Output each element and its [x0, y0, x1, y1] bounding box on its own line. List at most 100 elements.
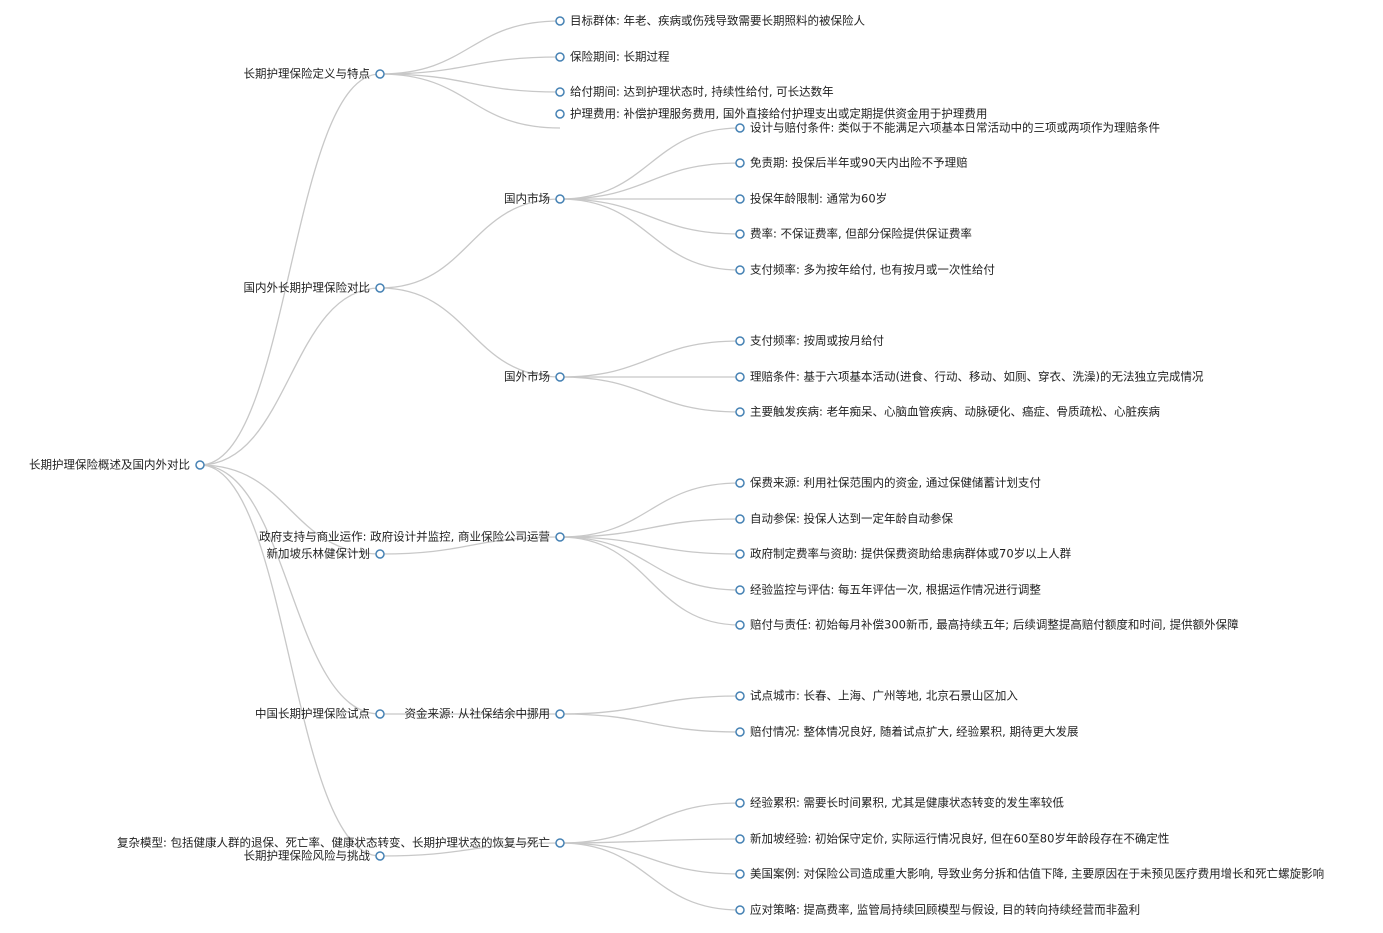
node-dot-risk-2[interactable]: [735, 834, 745, 844]
node-label-risk-model: 复杂模型: 包括健康人群的退保、死亡率、健康状态转变、长期护理状态的恢复与死亡: [117, 836, 550, 850]
node-dot-def-2[interactable]: [555, 52, 565, 62]
link-sg-gov-to-sg-1: [559, 482, 741, 538]
node-label-cmp-for-3: 主要触发疾病: 老年痴呆、心脑血管疾病、动脉硬化、癌症、骨质疏松、心脏疾病: [750, 405, 1161, 419]
node-label-def-1: 目标群体: 年老、疾病或伤残导致需要长期照料的被保险人: [570, 14, 866, 28]
link-cmp-for-to-cmp-for-1: [559, 340, 741, 378]
node-dot-cn[interactable]: [375, 709, 385, 719]
node-label-cmp-for-1: 支付频率: 按周或按月给付: [750, 334, 884, 348]
link-root-to-cn: [199, 464, 381, 715]
node-label-cmp: 国内外长期护理保险对比: [244, 281, 371, 295]
node-cn-fund[interactable]: 资金来源: 从社保结余中挪用: [404, 707, 565, 721]
node-dot-cmp-dom-5[interactable]: [735, 265, 745, 275]
node-sg[interactable]: 新加坡乐林健保计划: [267, 547, 385, 561]
node-def-2[interactable]: 保险期间: 长期过程: [555, 50, 670, 64]
node-dot-risk-1[interactable]: [735, 798, 745, 808]
node-cmp-dom-5[interactable]: 支付频率: 多为按年给付, 也有按月或一次性给付: [735, 263, 995, 277]
link-sg-gov-to-sg-3: [559, 536, 741, 555]
node-dot-sg-5[interactable]: [735, 620, 745, 630]
node-sg-3[interactable]: 政府制定费率与资助: 提供保费资助给患病群体或70岁以上人群: [735, 547, 1072, 561]
node-cmp-dom-3[interactable]: 投保年龄限制: 通常为60岁: [735, 192, 887, 206]
node-dot-def-3[interactable]: [555, 87, 565, 97]
node-cmp-for-3[interactable]: 主要触发疾病: 老年痴呆、心脑血管疾病、动脉硬化、癌症、骨质疏松、心脏疾病: [735, 405, 1161, 419]
node-def[interactable]: 长期护理保险定义与特点: [244, 67, 385, 81]
node-dot-sg[interactable]: [375, 549, 385, 559]
node-label-def-2: 保险期间: 长期过程: [570, 50, 670, 64]
node-cmp-dom-1[interactable]: 设计与赔付条件: 类似于不能满足六项基本日常活动中的三项或两项作为理赔条件: [735, 121, 1160, 135]
node-cmp-for-1[interactable]: 支付频率: 按周或按月给付: [735, 334, 884, 348]
node-dot-risk-model[interactable]: [555, 838, 565, 848]
mindmap-links: [199, 20, 741, 911]
link-root-to-def: [199, 73, 381, 466]
node-dot-cmp[interactable]: [375, 283, 385, 293]
node-dot-cmp-dom-1[interactable]: [735, 123, 745, 133]
node-cmp-dom-4[interactable]: 费率: 不保证费率, 但部分保险提供保证费率: [735, 227, 972, 241]
node-dot-cmp-for-1[interactable]: [735, 336, 745, 346]
node-sg-4[interactable]: 经验监控与评估: 每五年评估一次, 根据运作情况进行调整: [735, 583, 1041, 597]
link-risk-model-to-risk-1: [559, 802, 741, 844]
node-label-cn-2: 赔付情况: 整体情况良好, 随着试点扩大, 经验累积, 期待更大发展: [750, 725, 1079, 739]
node-cn-2[interactable]: 赔付情况: 整体情况良好, 随着试点扩大, 经验累积, 期待更大发展: [735, 725, 1079, 739]
link-root-to-risk: [199, 464, 381, 857]
node-dot-cmp-for[interactable]: [555, 372, 565, 382]
node-cmp[interactable]: 国内外长期护理保险对比: [244, 281, 385, 295]
node-dot-sg-4[interactable]: [735, 585, 745, 595]
node-dot-risk-4[interactable]: [735, 905, 745, 915]
node-dot-risk[interactable]: [375, 851, 385, 861]
node-cmp-for[interactable]: 国外市场: [504, 370, 565, 384]
node-label-cmp-dom-4: 费率: 不保证费率, 但部分保险提供保证费率: [750, 227, 972, 241]
node-dot-cn-2[interactable]: [735, 727, 745, 737]
node-root[interactable]: 长期护理保险概述及国内外对比: [29, 458, 205, 472]
link-cn-fund-to-cn-1: [559, 695, 741, 715]
node-cmp-dom-2[interactable]: 免责期: 投保后半年或90天内出险不予理赔: [735, 156, 968, 170]
node-risk-1[interactable]: 经验累积: 需要长时间累积, 尤其是健康状态转变的发生率较低: [735, 796, 1064, 810]
node-label-sg-gov: 政府支持与商业运作: 政府设计并监控, 商业保险公司运营: [259, 530, 550, 544]
node-sg-2[interactable]: 自动参保: 投保人达到一定年龄自动参保: [735, 512, 954, 526]
node-risk-model[interactable]: 复杂模型: 包括健康人群的退保、死亡率、健康状态转变、长期护理状态的恢复与死亡: [117, 836, 565, 850]
node-label-def-4: 护理费用: 补偿护理服务费用, 国外直接给付护理支出或定期提供资金用于护理费用: [570, 107, 987, 121]
link-cmp-dom-to-cmp-dom-1: [559, 127, 741, 200]
node-label-cn-fund: 资金来源: 从社保结余中挪用: [404, 707, 550, 721]
node-def-4[interactable]: 护理费用: 补偿护理服务费用, 国外直接给付护理支出或定期提供资金用于护理费用: [555, 107, 987, 121]
node-dot-sg-2[interactable]: [735, 514, 745, 524]
node-dot-cn-fund[interactable]: [555, 709, 565, 719]
node-dot-cmp-dom[interactable]: [555, 194, 565, 204]
link-cmp-dom-to-cmp-dom-5: [559, 198, 741, 271]
node-dot-cmp-for-3[interactable]: [735, 407, 745, 417]
node-def-3[interactable]: 给付期间: 达到护理状态时, 持续性给付, 可长达数年: [555, 85, 834, 99]
node-dot-sg-gov[interactable]: [555, 532, 565, 542]
node-label-sg-4: 经验监控与评估: 每五年评估一次, 根据运作情况进行调整: [750, 583, 1041, 597]
node-label-cn: 中国长期护理保险试点: [255, 707, 370, 721]
node-label-sg: 新加坡乐林健保计划: [267, 547, 371, 561]
node-risk-4[interactable]: 应对策略: 提高费率, 监管局持续回顾模型与假设, 目的转向持续经营而非盈利: [735, 903, 1140, 917]
node-risk[interactable]: 长期护理保险风险与挑战: [244, 849, 385, 863]
node-dot-sg-3[interactable]: [735, 549, 745, 559]
link-def-to-def-2: [379, 56, 561, 75]
node-sg-gov[interactable]: 政府支持与商业运作: 政府设计并监控, 商业保险公司运营: [259, 530, 565, 544]
node-dot-root[interactable]: [195, 460, 205, 470]
link-root-to-cmp: [199, 287, 381, 466]
node-risk-3[interactable]: 美国案例: 对保险公司造成重大影响, 导致业务分拆和估值下降, 主要原因在于未预…: [735, 867, 1324, 881]
node-cmp-dom[interactable]: 国内市场: [504, 192, 565, 206]
node-risk-2[interactable]: 新加坡经验: 初始保守定价, 实际运行情况良好, 但在60至80岁年龄段存在不确…: [735, 832, 1169, 846]
node-label-risk-1: 经验累积: 需要长时间累积, 尤其是健康状态转变的发生率较低: [750, 796, 1064, 810]
node-dot-def-1[interactable]: [555, 16, 565, 26]
node-dot-def[interactable]: [375, 69, 385, 79]
node-sg-5[interactable]: 赔付与责任: 初始每月补偿300新币, 最高持续五年; 后续调整提高赔付额度和时…: [735, 618, 1239, 632]
node-cmp-for-2[interactable]: 理赔条件: 基于六项基本活动(进食、行动、移动、如厕、穿衣、洗澡)的无法独立完成…: [735, 370, 1204, 384]
node-label-def-3: 给付期间: 达到护理状态时, 持续性给付, 可长达数年: [570, 85, 834, 99]
node-dot-sg-1[interactable]: [735, 478, 745, 488]
node-cn[interactable]: 中国长期护理保险试点: [255, 707, 385, 721]
node-label-cmp-dom-5: 支付频率: 多为按年给付, 也有按月或一次性给付: [750, 263, 995, 277]
node-label-risk-4: 应对策略: 提高费率, 监管局持续回顾模型与假设, 目的转向持续经营而非盈利: [750, 903, 1140, 917]
node-cn-1[interactable]: 试点城市: 长春、上海、广州等地, 北京石景山区加入: [735, 689, 1018, 703]
node-dot-cmp-dom-3[interactable]: [735, 194, 745, 204]
node-sg-1[interactable]: 保费来源: 利用社保范围内的资金, 通过保健储蓄计划支付: [735, 476, 1041, 490]
node-dot-cmp-dom-2[interactable]: [735, 158, 745, 168]
node-dot-cmp-for-2[interactable]: [735, 372, 745, 382]
node-dot-risk-3[interactable]: [735, 869, 745, 879]
node-dot-cn-1[interactable]: [735, 691, 745, 701]
node-label-cmp-dom-3: 投保年龄限制: 通常为60岁: [750, 192, 887, 206]
node-dot-cmp-dom-4[interactable]: [735, 229, 745, 239]
node-def-1[interactable]: 目标群体: 年老、疾病或伤残导致需要长期照料的被保险人: [555, 14, 866, 28]
node-dot-def-4[interactable]: [555, 109, 565, 119]
